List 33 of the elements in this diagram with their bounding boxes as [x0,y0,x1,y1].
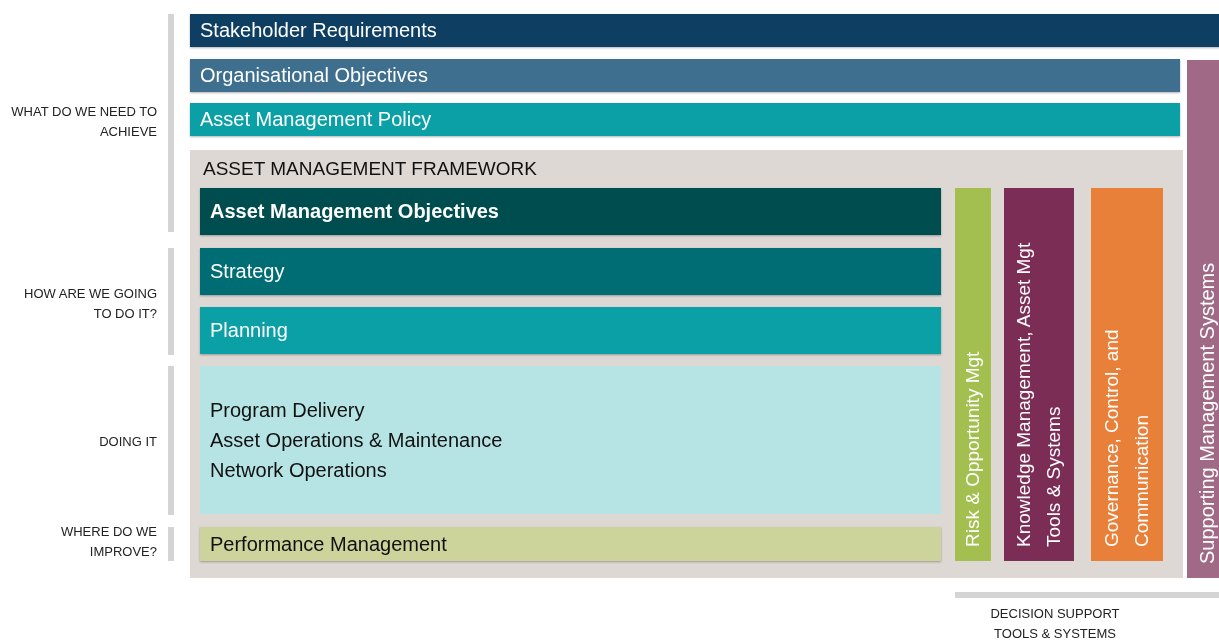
layer-title: Asset Management Policy [200,108,432,131]
side-column [1187,60,1219,578]
section-label: DOING IT [98,433,157,451]
layer-bar [200,307,941,354]
layer-bar [200,188,941,235]
section-label: WHAT DO WE NEED TO ACHIEVE [10,103,157,141]
layer-title: Asset Management Objectives [210,200,499,223]
panel-heading: ASSET MANAGEMENT FRAMEWORK [203,158,537,179]
layer-title: Program Delivery [210,398,366,423]
side-column [955,188,991,561]
side-column [1091,188,1163,561]
layer-bar [200,527,941,561]
layer-bar [190,59,1180,92]
section-label: WHERE DO WE IMPROVE? [59,523,157,561]
layer-title: Planning [210,319,288,342]
section-label: DECISION SUPPORT TOOLS & SYSTEMS [989,605,1121,641]
layer-bar [190,14,1219,47]
layer-panel [200,366,941,514]
side-column [1004,188,1074,561]
layer-title: Supporting Management Systems [1195,261,1219,564]
layer-title: Asset Operations & Maintenance [210,428,504,453]
layer-title: Knowledge Management, Asset Mgt Tools & Systems [1012,241,1065,547]
layer-title: Risk & Opportunity Mgt [961,350,984,547]
framework-panel [190,150,1183,578]
layer-title: Network Operations [210,458,388,483]
layer-title: Governance, Control, and Communication [1100,328,1153,547]
layer-title: Stakeholder Requirements [200,19,437,42]
layer-bar [200,248,941,295]
layer-bar [190,103,1180,136]
layer-title: Performance Management [210,532,447,556]
layer-title: Strategy [210,260,285,283]
layer-title: Organisational Objectives [200,64,428,87]
section-label: HOW ARE WE GOING TO DO IT? [23,285,157,323]
